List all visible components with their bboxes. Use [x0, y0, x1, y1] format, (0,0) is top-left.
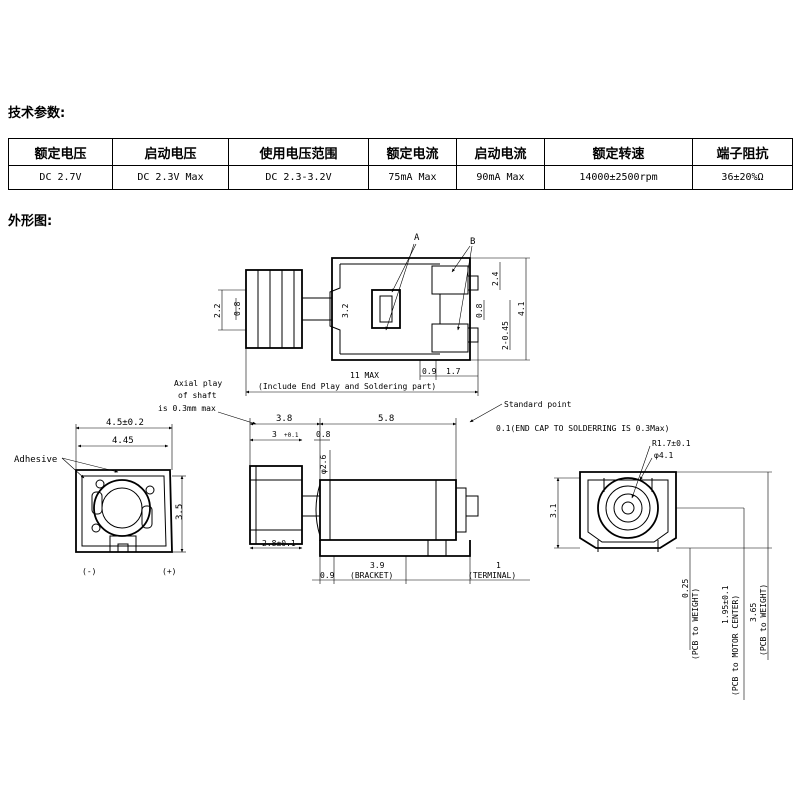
end-dim-0-25: 0.25: [681, 579, 690, 598]
end-dim-3-65-note: (PCB to WEIGHT): [759, 584, 768, 656]
side-dim-3-8: 3.8: [276, 414, 292, 424]
side-axial-note-1: Axial play: [174, 379, 222, 388]
side-dim-3-9: 3.9: [370, 561, 385, 570]
spec-header-row: 额定电压 启动电压 使用电压范围 额定电流 启动电流 额定转速 端子阻抗: [8, 138, 793, 166]
side-dim-0-8: 0.8: [316, 430, 331, 439]
side-dim-0-9: 0.9: [320, 571, 335, 580]
spec-value-start-current: 90mA Max: [456, 165, 545, 190]
spec-header-rated-voltage: 额定电压: [8, 138, 113, 166]
spec-value-terminal-resistance: 36±20%Ω: [692, 165, 793, 190]
front-dim-3-5: 3.5: [175, 504, 185, 520]
side-dim-2-8: 2.8±0.1: [262, 539, 296, 548]
spec-value-voltage-range: DC 2.3-3.2V: [228, 165, 369, 190]
end-dim-0-25-note: (PCB to WEIGHT): [691, 588, 700, 660]
top-dim-2-0-45: 2-0.45: [501, 321, 510, 350]
front-plus-label: (+): [162, 567, 176, 576]
side-dim-bracket: (BRACKET): [350, 571, 393, 580]
top-dim-2-2: 2.2: [213, 303, 222, 318]
side-bracket: [319, 540, 471, 557]
side-axial-note-3: is 0.3mm max: [158, 404, 216, 413]
top-dim-0-8-right: 0.8: [475, 303, 484, 318]
spec-table: 额定电压 启动电压 使用电压范围 额定电流 启动电流 额定转速 端子阻抗 DC …: [8, 138, 793, 190]
front-dim-4-45: 4.45: [112, 436, 134, 446]
side-end-cap-note: 0.1(END CAP TO SOLDERRING IS 0.3Max): [496, 424, 669, 433]
front-outline: [75, 469, 173, 553]
top-view: A B 2.2 0.8 3.2 4.1 2.4 0.8 2-0.45 0.9 1…: [213, 233, 530, 396]
top-label-b: B: [470, 237, 475, 247]
side-dim-terminal: (TERMINAL): [468, 571, 516, 580]
top-dim-0-9: 0.9: [422, 367, 437, 376]
side-standard-point: Standard point: [504, 400, 572, 409]
spec-heading: 技术参数:: [8, 106, 66, 121]
outline-heading: 外形图:: [8, 214, 53, 229]
side-shaft: [301, 495, 321, 517]
spec-value-rated-voltage: DC 2.7V: [8, 165, 113, 190]
top-dim-11-max-note: (Include End Play and Soldering part): [258, 382, 436, 391]
spec-value-start-voltage: DC 2.3V Max: [112, 165, 229, 190]
side-motor-body: [319, 479, 457, 541]
spec-header-start-voltage: 启动电压: [112, 138, 229, 166]
front-view: 4.5±0.2 4.45 3.5 Adhesive (-) (+): [14, 418, 186, 576]
top-dim-4-1: 4.1: [517, 301, 526, 316]
spec-value-rated-speed: 14000±2500rpm: [544, 165, 693, 190]
end-dim-3-1: 3.1: [549, 503, 558, 518]
top-dim-3-2: 3.2: [341, 303, 350, 318]
spec-header-rated-current: 额定电流: [368, 138, 457, 166]
end-view: R1.7±0.1 φ4.1 3.1 0.25 (PCB to WEIGHT) 1…: [549, 439, 772, 700]
side-weight: [249, 465, 303, 545]
spec-header-voltage-range: 使用电压范围: [228, 138, 369, 166]
side-axial-note-2: of shaft: [178, 391, 217, 400]
spec-header-terminal-resistance: 端子阻抗: [692, 138, 793, 166]
side-dim-5-8: 5.8: [378, 414, 394, 424]
top-shaft: [301, 297, 333, 321]
end-dim-3-65: 3.65: [749, 603, 758, 622]
side-view: Axial play of shaft is 0.3mm max Standar…: [158, 379, 669, 584]
top-terminal-upper: [431, 265, 469, 295]
side-dim-0-1: +0.1: [284, 432, 299, 439]
front-dim-4-5: 4.5±0.2: [106, 418, 144, 428]
top-dim-0-8-left: 0.8: [233, 301, 242, 316]
top-dim-1-7: 1.7: [446, 367, 461, 376]
side-dim-1: 1: [496, 561, 501, 570]
side-dim-3: 3: [272, 430, 277, 439]
top-terminal-lower: [431, 323, 469, 353]
top-dim-11-max: 11 MAX: [350, 371, 379, 380]
end-dim-1-95-note: (PCB to MOTOR CENTER): [731, 595, 740, 696]
front-adhesive-label: Adhesive: [14, 455, 57, 465]
spec-value-row: DC 2.7V DC 2.3V Max DC 2.3-3.2V 75mA Max…: [8, 165, 793, 190]
top-dim-2-4: 2.4: [491, 271, 500, 286]
end-dim-1-95: 1.95±0.1: [721, 585, 730, 624]
top-label-a: A: [414, 233, 420, 243]
end-motor-circle: [597, 477, 659, 539]
side-dim-phi-2-6: φ2.6: [319, 455, 328, 474]
end-dim-r1-7: R1.7±0.1: [652, 439, 691, 448]
top-motor-body: [331, 257, 471, 361]
front-minus-label: (-): [82, 567, 96, 576]
spec-value-rated-current: 75mA Max: [368, 165, 457, 190]
end-dim-phi-4-1: φ4.1: [654, 451, 673, 460]
